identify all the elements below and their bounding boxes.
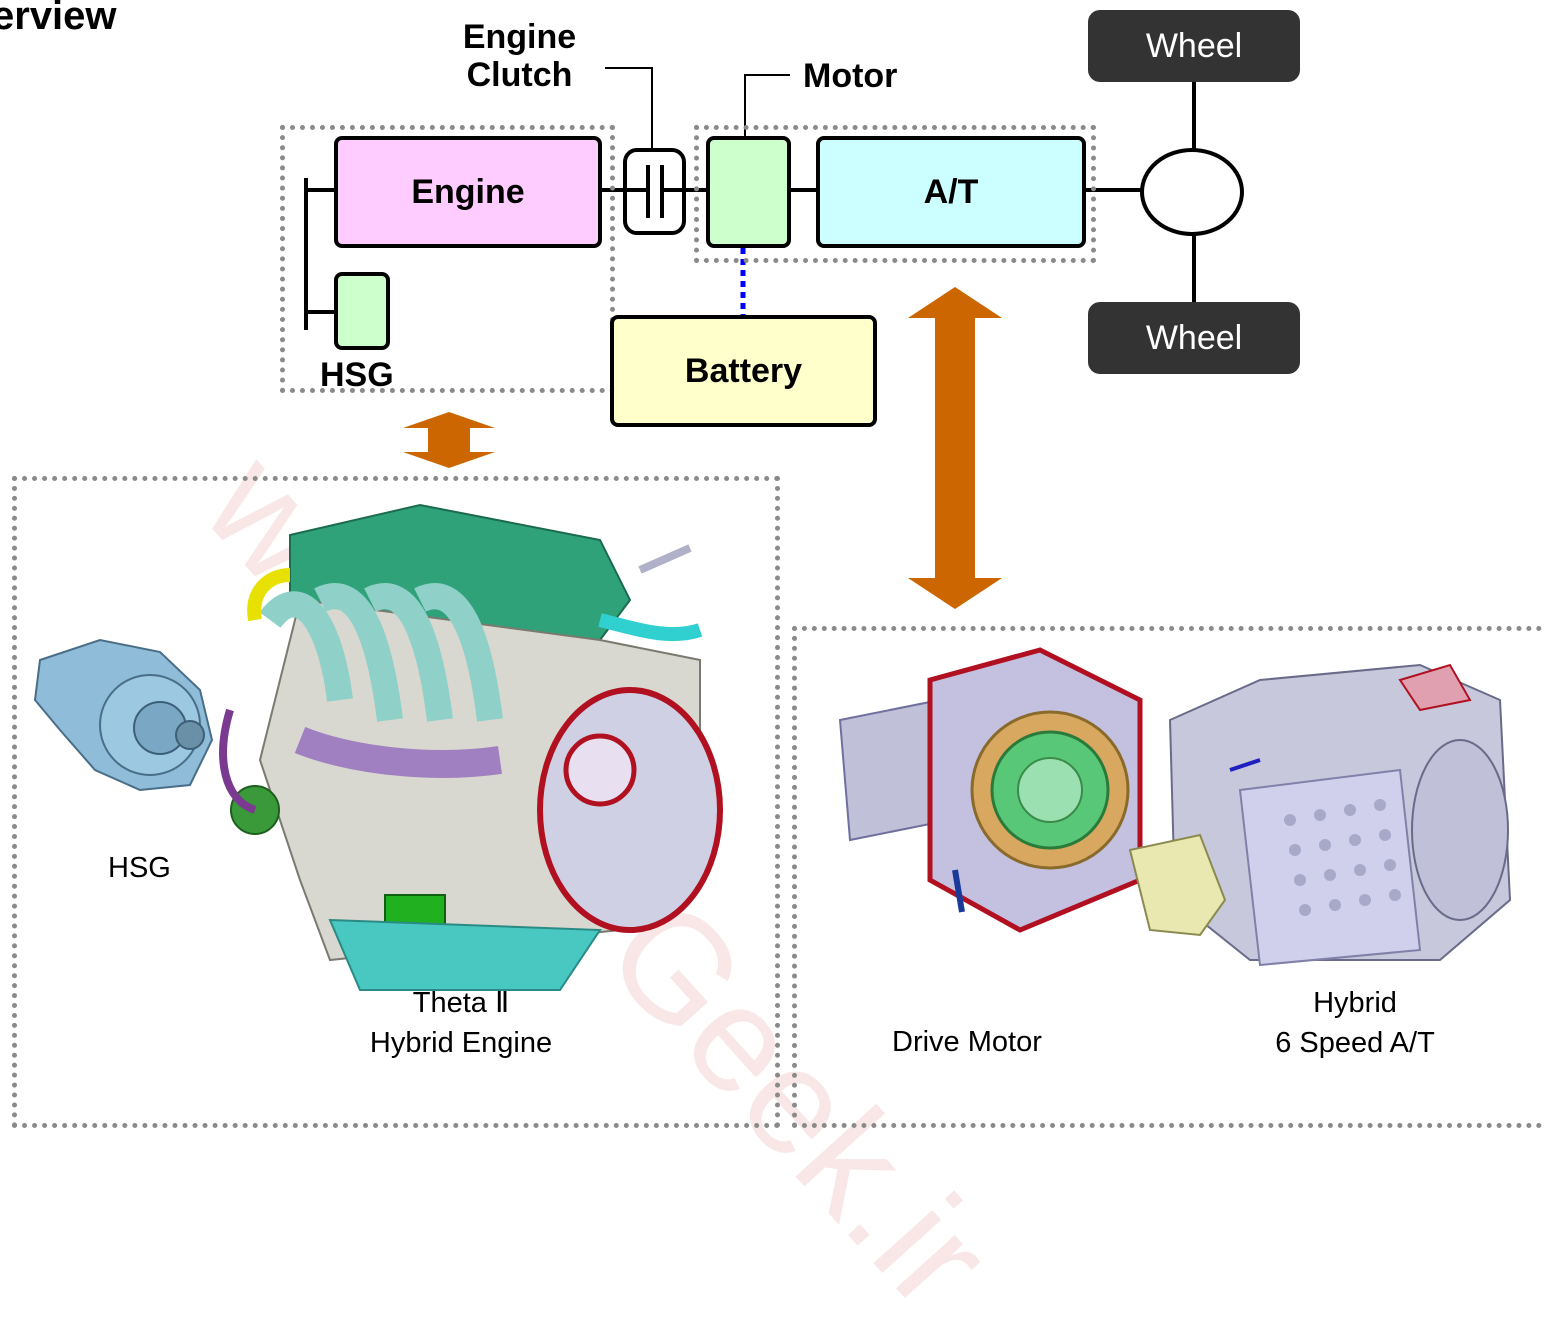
page-title: erview xyxy=(0,0,117,38)
engine-clutch-label-line1: Engine xyxy=(462,18,577,56)
wheel-bottom: Wheel xyxy=(1088,302,1300,374)
engine-photo-caption-line1: Theta Ⅱ xyxy=(412,987,510,1019)
engine-double-arrow xyxy=(403,412,495,468)
engine-photo-caption: Theta Ⅱ Hybrid Engine xyxy=(346,983,576,1063)
hsg-label: HSG xyxy=(320,356,394,394)
hsg-photo-caption: HSG xyxy=(108,852,171,884)
drivetrain-double-arrow xyxy=(908,287,1002,609)
engine-label: Engine xyxy=(411,172,525,211)
drive-motor-caption: Drive Motor xyxy=(892,1026,1042,1058)
wheel-top-label: Wheel xyxy=(1145,26,1243,65)
engine-clutch-label-line2: Clutch xyxy=(466,56,573,94)
battery-label: Battery xyxy=(684,351,803,390)
hybrid-at-caption: Hybrid 6 Speed A/T xyxy=(1250,983,1460,1063)
at-block: A/T xyxy=(816,136,1086,248)
at-label: A/T xyxy=(923,172,979,211)
hybrid-at-caption-line2: 6 Speed A/T xyxy=(1275,1027,1435,1059)
hsg-illustration xyxy=(33,638,214,792)
hybrid-at-caption-line1: Hybrid xyxy=(1313,987,1397,1019)
battery-block: Battery xyxy=(610,315,877,427)
engine-illustration xyxy=(219,503,723,991)
drive-motor-illustration xyxy=(838,647,1143,933)
engine-photo-frame xyxy=(12,476,780,1128)
engine-group-frame xyxy=(280,125,615,393)
schematic-lines xyxy=(304,67,1244,609)
engine-photo-caption-line2: Hybrid Engine xyxy=(369,1027,553,1059)
drivetrain-photo-frame xyxy=(792,626,1546,1128)
engine-clutch-label: Engine Clutch xyxy=(452,18,587,94)
wheel-top: Wheel xyxy=(1088,10,1300,82)
differential-symbol xyxy=(1140,148,1244,236)
engine-clutch-leader xyxy=(605,67,653,150)
motor-label: Motor xyxy=(803,57,898,95)
hybrid-at-illustration xyxy=(1128,663,1512,967)
motor-at-group-frame xyxy=(694,125,1096,263)
component-illustrations xyxy=(33,503,1512,991)
hsg-block xyxy=(334,272,390,350)
wheel-bottom-label: Wheel xyxy=(1145,318,1243,357)
motor-block xyxy=(706,136,791,248)
engine-block: Engine xyxy=(334,136,602,248)
